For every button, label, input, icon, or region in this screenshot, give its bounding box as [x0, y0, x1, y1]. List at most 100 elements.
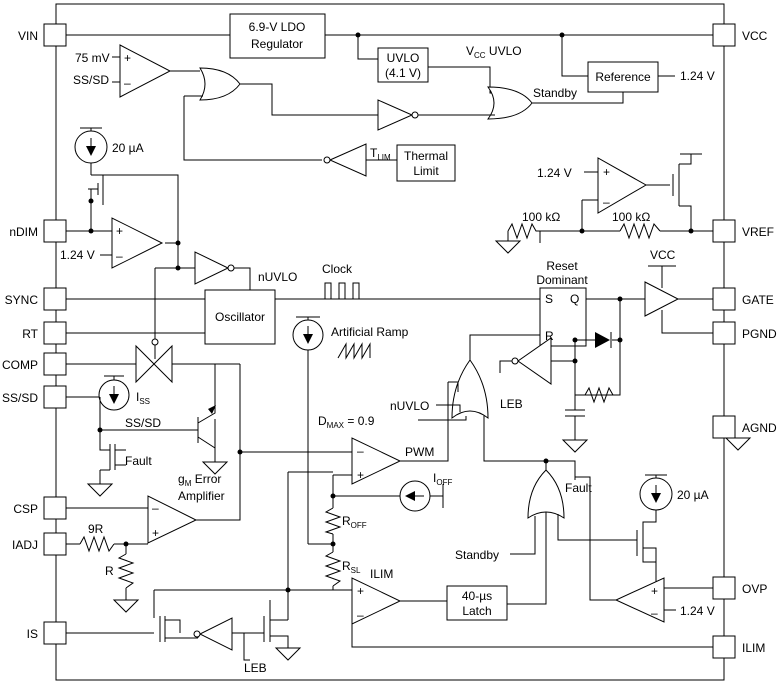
junction: [285, 587, 291, 593]
junction: [572, 337, 578, 343]
ground-icon: [274, 647, 302, 661]
junction: [355, 32, 361, 38]
left-pins: VIN nDIM SYNC RT COMP SS/SD CSP IADJ IS: [2, 23, 67, 645]
reset-dominant-line1: Reset: [546, 259, 578, 273]
ramp-waveform: [337, 342, 371, 360]
junction: [175, 240, 181, 246]
junction: [559, 32, 565, 38]
pin-ndim-label: nDIM: [9, 225, 38, 239]
sr-latch-block: [539, 287, 587, 347]
pin-rt[interactable]: [43, 321, 67, 345]
pin-ss-sd[interactable]: [43, 385, 67, 409]
tgate-bubble: [151, 338, 159, 346]
vref-amp-plus: +: [603, 165, 610, 179]
ldo-regulator-block: [229, 13, 326, 59]
ilim-comp-minus: –: [357, 608, 364, 622]
label-rsl: RSL: [342, 559, 361, 575]
thermal-limit-block: [396, 144, 456, 182]
label-124v-ovp: 1.24 V: [680, 604, 715, 618]
pin-comp[interactable]: [43, 352, 67, 376]
label-nuvlo-or: nUVLO: [390, 399, 429, 413]
label-iss: ISS: [136, 390, 150, 406]
pin-vref-label: VREF: [742, 225, 774, 239]
wires-is: [66, 590, 289, 661]
label-124v-vref: 1.24 V: [537, 166, 572, 180]
junction: [543, 458, 549, 464]
ground-icon: [561, 439, 589, 453]
uvlo-line2: (4.1 V): [385, 66, 421, 80]
junction: [97, 427, 103, 433]
current-source-arrow-icon: [109, 394, 119, 404]
pin-vcc[interactable]: [712, 23, 736, 47]
label-ioff: IOFF: [433, 471, 452, 487]
junction: [175, 265, 181, 271]
pin-ndim[interactable]: [43, 219, 67, 243]
latch-q-label: Q: [570, 292, 579, 306]
pin-vref[interactable]: [712, 219, 736, 243]
vref-amplifier: [597, 157, 648, 214]
wires-comparator-75mv: [112, 56, 378, 161]
pin-ovp[interactable]: [712, 576, 736, 600]
resistor-9r: [79, 535, 115, 553]
wires-fault: [507, 461, 630, 605]
resistor-rsl: [324, 551, 342, 587]
gm-error-amplifier: [147, 495, 198, 544]
gm-amp-plus: +: [152, 526, 159, 540]
bjt-arrow-icon: [208, 405, 216, 414]
ndim-comparator: [111, 217, 164, 269]
junction: [237, 449, 243, 455]
label-pwm: PWM: [405, 445, 434, 459]
junction: [88, 228, 94, 234]
leb-bottom-bubble: [193, 630, 201, 638]
pin-sync[interactable]: [43, 287, 67, 311]
right-pins: VCC VREF GATE PGND AGND OVP ILIM: [712, 23, 777, 659]
latch-40us-line1: 40-µs: [462, 589, 492, 603]
pin-pgnd[interactable]: [712, 321, 736, 345]
label-nuvlo-osc: nUVLO: [258, 270, 297, 284]
label-124v-dim: 1.24 V: [60, 248, 95, 262]
thermal-limit-line2: Limit: [413, 164, 439, 178]
label-fault-left: Fault: [125, 454, 152, 468]
pin-vin[interactable]: [43, 23, 67, 47]
vcc-uvlo-label: VCC UVLO: [466, 44, 522, 60]
vref-amp-minus: –: [603, 195, 610, 209]
ovp-comparator: [614, 577, 665, 623]
comp-75mv-minus: –: [124, 76, 131, 90]
clock-label: Clock: [322, 262, 353, 276]
current-source-arrow-icon: [303, 334, 313, 344]
pin-agnd[interactable]: [712, 415, 736, 439]
wires-gate: [619, 298, 713, 366]
pin-ilim[interactable]: [712, 635, 736, 659]
pin-ss-sd-label: SS/SD: [2, 391, 38, 405]
pin-vin-label: VIN: [18, 29, 38, 43]
uvlo-line1: UVLO: [387, 51, 420, 65]
label-leb-bottom: LEB: [244, 661, 267, 675]
pin-is[interactable]: [43, 621, 67, 645]
resistor-100k-left: [507, 222, 582, 240]
ovp-comp-plus: +: [651, 584, 658, 598]
pin-gate[interactable]: [712, 287, 736, 311]
wires-ndim: [66, 163, 195, 359]
label-ss-sd-net: SS/SD: [125, 416, 161, 430]
ilim-comparator: [351, 577, 402, 625]
label-20ua-bottom: 20 µA: [677, 488, 709, 502]
label-artificial-ramp: Artificial Ramp: [331, 325, 409, 339]
label-100k-right: 100 kΩ: [612, 210, 650, 224]
reference-block: [587, 61, 659, 93]
pin-csp[interactable]: [43, 496, 67, 520]
pin-agnd-label: AGND: [742, 421, 777, 435]
nuvlo-inverter-bubble: [227, 264, 235, 272]
label-ilim-comp: ILIM: [370, 567, 393, 581]
diode-icon: [595, 332, 610, 348]
pin-iadj[interactable]: [43, 532, 67, 556]
tlim-label: TLIM: [370, 146, 391, 162]
reference-output-label: 1.24 V: [680, 69, 715, 83]
wires-leb: [499, 339, 621, 430]
wires-ilim: [154, 589, 713, 648]
leb-inverter: [517, 337, 552, 385]
thermal-limit-line1: Thermal: [404, 149, 448, 163]
current-source-arrow-icon: [405, 491, 415, 501]
pwm-comp-plus: +: [357, 468, 364, 482]
ground-icon: [86, 483, 114, 497]
latch-40us-block: [446, 585, 508, 621]
